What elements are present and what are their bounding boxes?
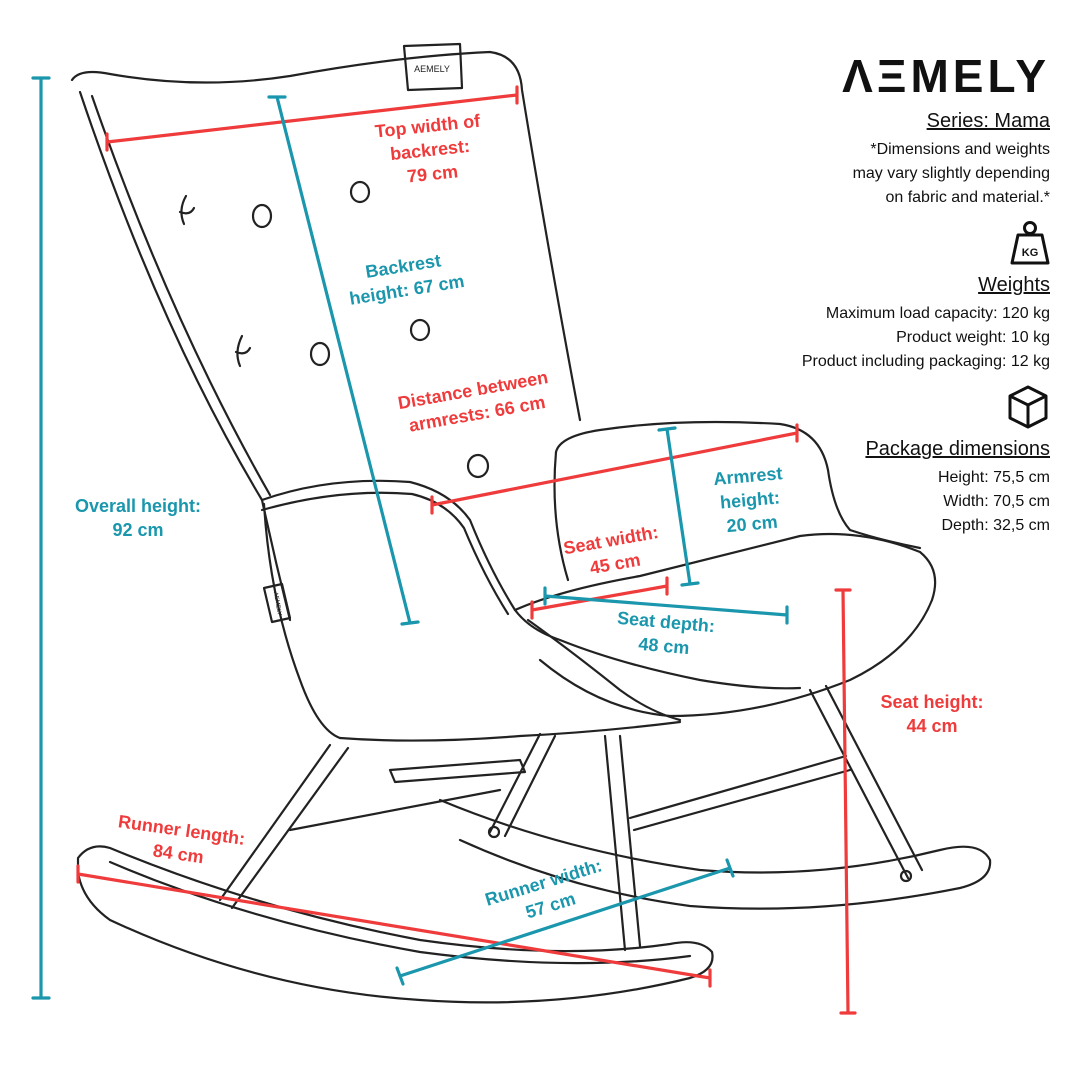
backrest-brand-tag: AEMELY: [414, 64, 450, 74]
armrest-height-line: [657, 426, 700, 587]
weights-heading: Weights: [978, 274, 1050, 296]
weight-product: Product weight: 10 kg: [896, 329, 1050, 346]
package-height: Height: 75,5 cm: [937, 469, 1050, 486]
runner-width-line: [395, 858, 735, 986]
runner-length-line: [76, 864, 712, 988]
info-panel: ΛΞMELY Series: Mama *Dimensions and weig…: [720, 50, 1050, 538]
kg-icon-text: KG: [1022, 247, 1039, 259]
weight-max-load: Maximum load capacity: 120 kg: [825, 305, 1050, 322]
disclaimer-text: *Dimensions and weights may vary slightl…: [852, 141, 1050, 206]
series-heading: Series: Mama: [926, 110, 1050, 132]
cube-box-icon: [1008, 385, 1048, 429]
brand-logo: ΛΞMELY: [842, 50, 1050, 102]
seat-depth-line: [543, 586, 789, 625]
teal-dimension-lines: [31, 76, 789, 1000]
overall-height-line: [31, 76, 51, 1000]
backrest-height-line: [267, 95, 420, 626]
package-depth: Depth: 32,5 cm: [941, 517, 1051, 534]
red-dimension-lines: [76, 85, 857, 1015]
package-width: Width: 70,5 cm: [943, 493, 1050, 510]
overall-height-label: Overall height: 92 cm: [74, 496, 202, 540]
kg-weight-icon: KG: [1010, 221, 1050, 265]
package-heading: Package dimensions: [865, 438, 1050, 460]
weight-with-packaging: Product including packaging: 12 kg: [801, 353, 1050, 370]
armrest-distance-line: [430, 423, 799, 515]
chair-outline: [70, 42, 992, 1004]
seat-width-line: [530, 576, 669, 620]
side-brand-tag: AEMELY: [272, 592, 282, 617]
top-width-line: [105, 85, 519, 152]
seat-height-label: Seat height: 44 cm: [880, 692, 984, 736]
seat-height-line: [834, 588, 857, 1015]
